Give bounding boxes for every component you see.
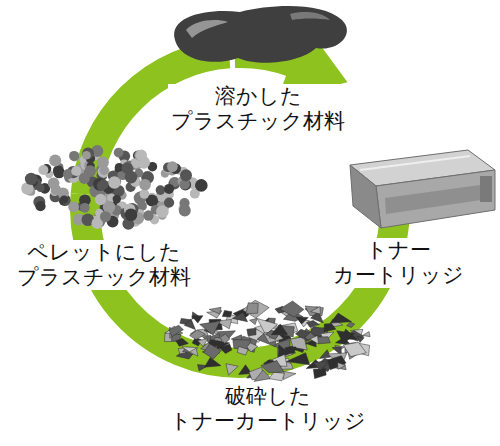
stage-text: ペレットにした プラスチック材料 bbox=[14, 240, 194, 290]
melted-plastic bbox=[174, 6, 347, 63]
stage-text: トナー カートリッジ bbox=[330, 238, 467, 288]
stage-label: 溶かした プラスチック材料 bbox=[168, 84, 348, 134]
stage-text: 溶かした プラスチック材料 bbox=[168, 84, 348, 134]
toner-cartridge bbox=[350, 150, 495, 228]
crushed-cartridge bbox=[164, 300, 370, 381]
stage-label: 破砕した トナーカートリッジ bbox=[167, 384, 369, 434]
stage-text: 破砕した トナーカートリッジ bbox=[167, 384, 369, 434]
stage-label: トナー カートリッジ bbox=[330, 238, 467, 288]
stage-label: ペレットにした プラスチック材料 bbox=[14, 240, 194, 290]
pellets bbox=[21, 145, 207, 230]
